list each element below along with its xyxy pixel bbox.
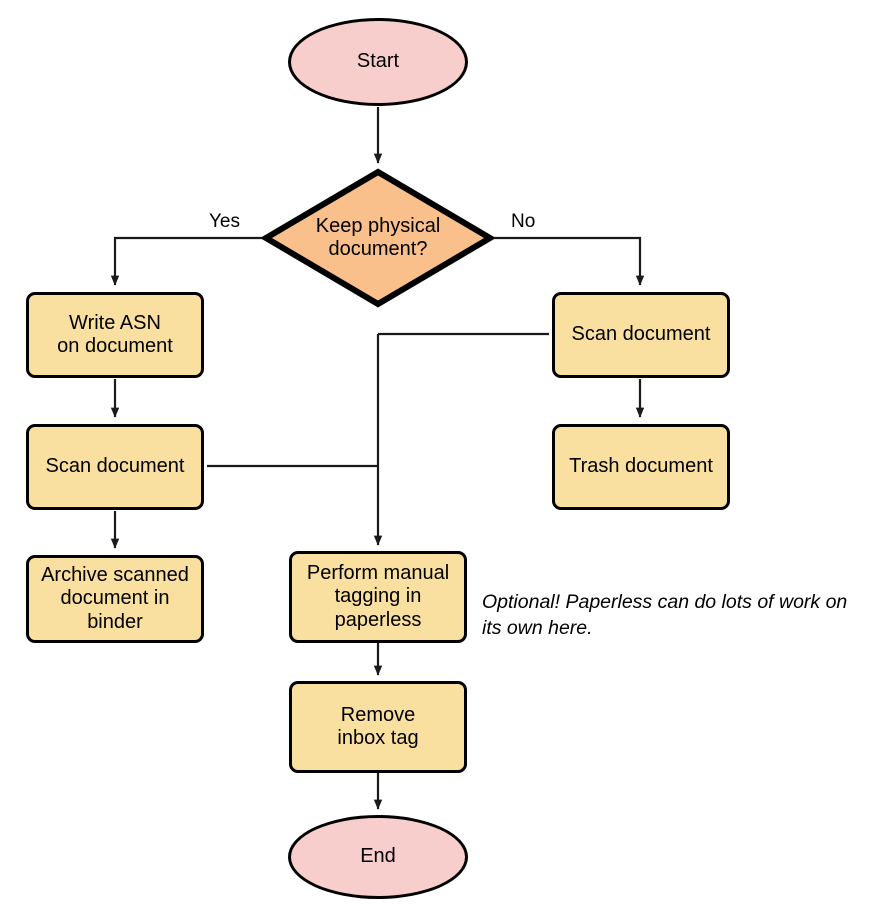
node-start-label: Start	[356, 50, 400, 73]
edge-label-no: No	[511, 211, 536, 232]
node-remove-inbox-tag[interactable]: Remove inbox tag	[289, 681, 467, 773]
node-archive-binder-label: Archive scanned document in binder	[41, 563, 189, 633]
node-end-label: End	[360, 845, 396, 868]
node-scan-document-left[interactable]: Scan document	[26, 424, 204, 510]
edge-decision-yes-to-write-asn	[110, 236, 262, 286]
node-scan-document-right-label: Scan document	[571, 323, 711, 346]
diamond-shape	[262, 168, 494, 308]
node-trash-document[interactable]: Trash document	[552, 424, 730, 510]
node-end[interactable]: End	[288, 815, 468, 899]
node-write-asn-label: Write ASN on document	[57, 311, 173, 357]
node-start[interactable]: Start	[288, 18, 468, 106]
node-scan-document-right[interactable]: Scan document	[552, 292, 730, 378]
node-remove-inbox-tag-label: Remove inbox tag	[337, 703, 419, 749]
node-manual-tagging-label: Perform manual tagging in paperless	[306, 561, 450, 631]
note-optional-paperless: Optional! Paperless can do lots of work …	[482, 591, 848, 640]
node-perform-manual-tagging-in-paperless[interactable]: Perform manual tagging in paperless	[289, 551, 467, 643]
edge-label-yes: Yes	[209, 211, 240, 232]
node-trash-document-label: Trash document	[569, 455, 713, 478]
node-archive-scanned-document-in-binder[interactable]: Archive scanned document in binder	[26, 555, 204, 643]
edge-decision-no-to-scan-right	[494, 236, 645, 286]
node-scan-document-left-label: Scan document	[45, 455, 185, 478]
node-decision-keep-physical-document[interactable]: Keep physical document?	[262, 168, 494, 308]
node-write-asn-on-document[interactable]: Write ASN on document	[26, 292, 204, 378]
